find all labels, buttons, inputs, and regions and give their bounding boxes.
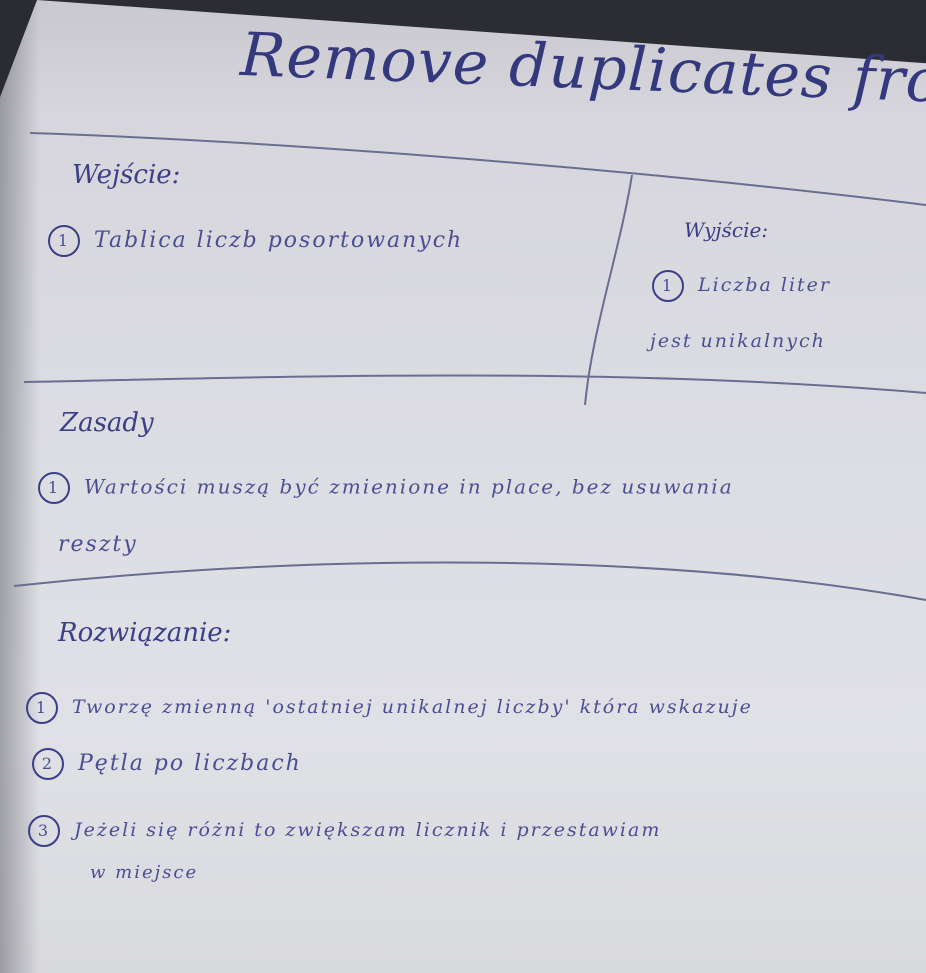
rules-label: Zasady	[60, 408, 154, 438]
solution-item-3-continuation: w miejsce	[90, 862, 199, 883]
rule-item-1-continuation: reszty	[58, 532, 138, 557]
inputs-label: Wejście:	[72, 160, 181, 190]
solution-item-1: 1 Tworzę zmienną 'ostatniej unikalnej lic…	[26, 692, 753, 724]
solution-item-text: Pętla po liczbach	[78, 751, 302, 776]
solution-item-2: 2 Pętla po liczbach	[32, 748, 302, 780]
rule-item-1: 1 Wartości muszą być zmienione in place, …	[38, 472, 734, 504]
solution-item-3: 3 Jeżeli się różni to zwiększam licznik i…	[28, 815, 661, 847]
number-badge: 1	[48, 225, 80, 257]
input-item-text: Tablica liczb posortowanych	[94, 228, 464, 253]
solution-item-text: Tworzę zmienną 'ostatniej unikalnej licz…	[72, 696, 753, 718]
input-item-1: 1 Tablica liczb posortowanych	[48, 225, 463, 257]
page-shadow	[0, 0, 40, 973]
number-badge: 2	[32, 748, 64, 780]
output-item-text: Liczba liter	[698, 274, 831, 296]
output-item-1: 1 Liczba liter	[652, 270, 831, 302]
outputs-label: Wyjście:	[684, 218, 769, 242]
output-item-1-continuation: jest unikalnych	[650, 330, 826, 352]
number-badge: 3	[28, 815, 60, 847]
solution-label: Rozwiązanie:	[58, 618, 232, 648]
solution-item-text: Jeżeli się różni to zwiększam licznik i …	[74, 819, 662, 841]
number-badge: 1	[652, 270, 684, 302]
rule-item-text: Wartości muszą być zmienione in place, b…	[84, 474, 734, 499]
number-badge: 1	[26, 692, 58, 724]
number-badge: 1	[38, 472, 70, 504]
